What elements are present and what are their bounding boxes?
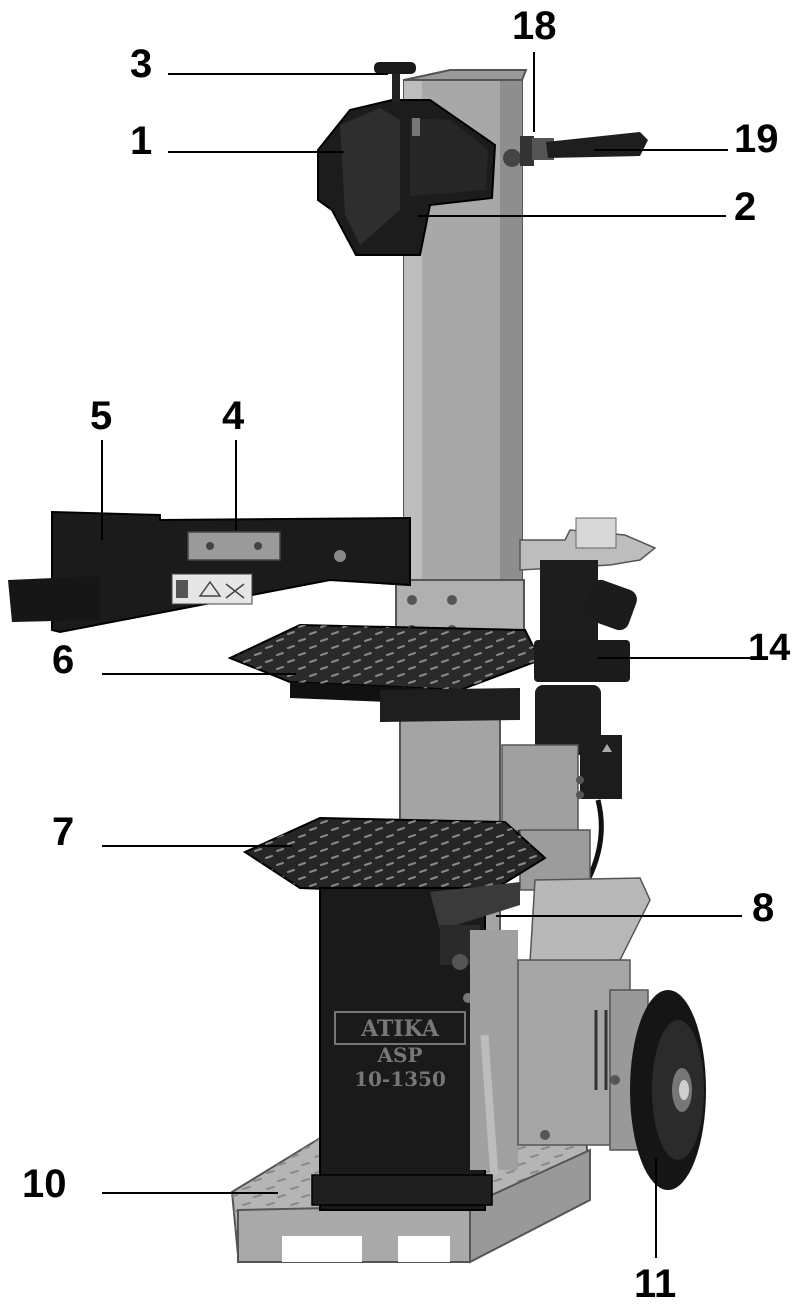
callout-18: 18 xyxy=(512,4,557,48)
rear-housing xyxy=(517,877,651,1151)
machine-plate: ATIKA ASP 10-1350 xyxy=(334,1011,466,1091)
callout-11: 11 xyxy=(634,1262,677,1306)
callout-3: 3 xyxy=(130,42,153,86)
leader-lines xyxy=(101,52,760,1258)
callout-10: 10 xyxy=(22,1162,67,1206)
lower-table xyxy=(242,816,547,897)
log-holder-arm xyxy=(8,510,411,634)
callout-6: 6 xyxy=(52,638,75,682)
splitting-head xyxy=(317,62,648,256)
lower-housing xyxy=(311,882,520,1211)
machine-plate-line1: ATIKA xyxy=(360,1016,440,1042)
callout-2: 2 xyxy=(734,185,757,229)
callout-5: 5 xyxy=(90,394,113,438)
callout-4: 4 xyxy=(222,394,245,438)
callout-7: 7 xyxy=(52,810,75,854)
callout-14: 14 xyxy=(748,627,791,669)
machine-plate-line2: ASP xyxy=(377,1043,423,1067)
callout-8: 8 xyxy=(752,886,775,930)
upper-table xyxy=(227,623,542,722)
machine-plate-line3: 10-1350 xyxy=(354,1067,446,1091)
operating-lever-assembly xyxy=(519,517,657,682)
callout-1: 1 xyxy=(130,119,153,163)
callout-19: 19 xyxy=(734,117,779,161)
transport-wheel xyxy=(630,990,706,1190)
